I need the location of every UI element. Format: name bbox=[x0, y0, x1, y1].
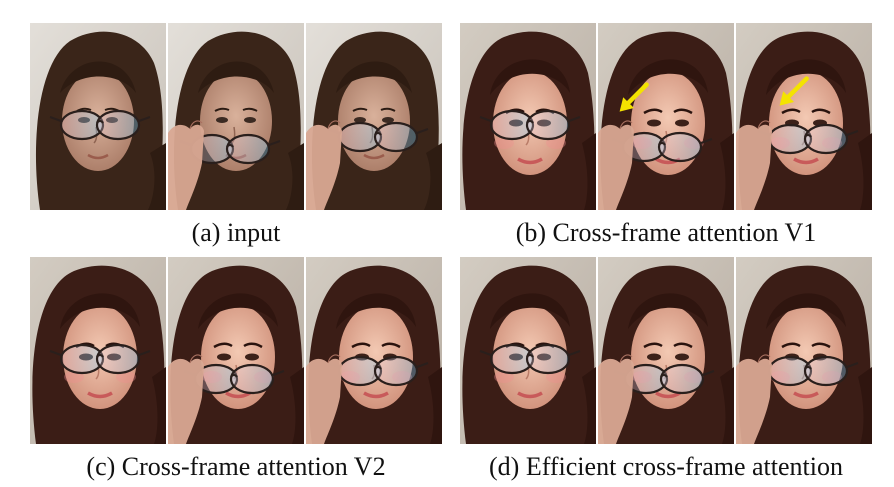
efficient-frame-2 bbox=[598, 257, 734, 444]
input-frame-1 bbox=[30, 23, 166, 210]
frame-strip-a bbox=[30, 23, 442, 210]
v2-frame-3 bbox=[306, 257, 442, 444]
v1-frame-2 bbox=[598, 23, 734, 210]
input-frame-3 bbox=[306, 23, 442, 210]
efficient-frame-1 bbox=[460, 257, 596, 444]
caption-c: (c) Cross-frame attention V2 bbox=[86, 452, 386, 481]
frame-strip-c bbox=[30, 257, 442, 444]
input-frame-2 bbox=[168, 23, 304, 210]
v1-frame-1 bbox=[460, 23, 596, 210]
v2-frame-2 bbox=[168, 257, 304, 444]
caption-a: (a) input bbox=[191, 218, 281, 247]
frame-strip-d bbox=[460, 257, 872, 444]
efficient-frame-3 bbox=[736, 257, 872, 444]
frame-strip-b bbox=[460, 23, 872, 210]
v2-frame-1 bbox=[30, 257, 166, 444]
caption-b: (b) Cross-frame attention V1 bbox=[515, 218, 817, 247]
caption-d: (d) Efficient cross-frame attention bbox=[489, 452, 843, 481]
v1-frame-3 bbox=[736, 23, 872, 210]
